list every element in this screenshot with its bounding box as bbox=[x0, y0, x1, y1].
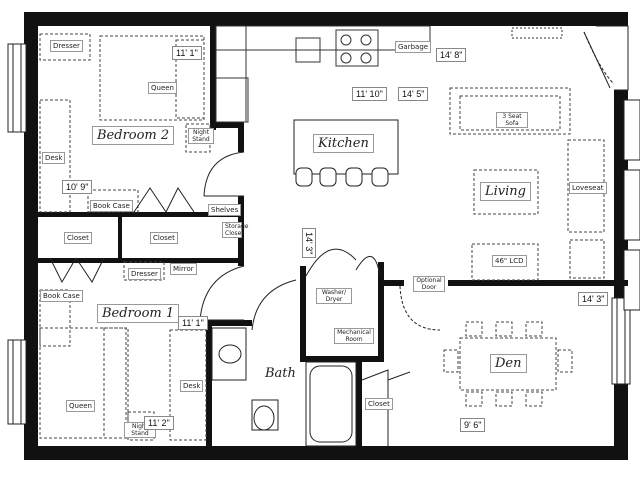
room-bedroom-2: Bedroom 2 bbox=[92, 126, 175, 145]
label-dresser-bottom: Dresser bbox=[128, 268, 161, 280]
dim-living-width: 14' 8" bbox=[436, 48, 467, 62]
dim-den-width: 14' 3" bbox=[578, 292, 609, 306]
label-closet-mid: Closet bbox=[150, 232, 178, 244]
room-kitchen: Kitchen bbox=[313, 134, 374, 153]
label-washer-dryer: Washer/ Dryer bbox=[316, 288, 352, 304]
label-lcd: 46" LCD bbox=[492, 255, 527, 267]
room-den: Den bbox=[490, 354, 527, 373]
label-desk-bottom: Desk bbox=[180, 380, 204, 392]
bedroom2-furniture bbox=[39, 33, 211, 213]
label-night-stand-top: Night Stand bbox=[188, 128, 214, 144]
dim-hall: 14' 3" bbox=[302, 228, 316, 259]
label-queen-top: Queen bbox=[148, 82, 177, 94]
label-book-case-bottom: Book Case bbox=[40, 290, 83, 302]
entry-door bbox=[583, 25, 629, 91]
dim-den-length: 9' 6" bbox=[460, 418, 486, 432]
mechanical-doors bbox=[305, 248, 441, 446]
room-living: Living bbox=[480, 182, 531, 201]
label-loveseat: Loveseat bbox=[569, 182, 607, 194]
dim-bedroom1-width: 11' 1" bbox=[178, 316, 208, 330]
label-desk-top: Desk bbox=[42, 152, 66, 164]
label-mirror: Mirror bbox=[170, 263, 197, 275]
label-book-case-top: Book Case bbox=[90, 200, 133, 212]
kitchen-counters bbox=[215, 25, 563, 123]
dim-bedroom2-width: 11' 1" bbox=[172, 46, 202, 60]
label-garbage: Garbage bbox=[395, 41, 432, 53]
label-queen-bottom: Queen bbox=[66, 400, 95, 412]
dim-bedroom1-length: 11' 2" bbox=[144, 416, 174, 430]
kitchen-island bbox=[293, 119, 399, 187]
label-closet-left: Closet bbox=[64, 232, 92, 244]
label-dresser-top: Dresser bbox=[50, 40, 83, 52]
label-optional-door: Optional Door bbox=[413, 276, 445, 292]
bedroom2-doors bbox=[49, 151, 245, 321]
label-closet-bath: Closet bbox=[365, 398, 393, 410]
label-shelves: Shelves bbox=[208, 204, 242, 216]
dim-kitchen-a: 11' 10" bbox=[352, 87, 387, 101]
bath-fixtures bbox=[211, 279, 357, 447]
windows bbox=[7, 43, 640, 425]
label-mechanical-room: Mechanical Room bbox=[334, 328, 374, 344]
room-bedroom-1: Bedroom 1 bbox=[97, 304, 180, 323]
label-storage-closet: Storage Closet bbox=[222, 222, 248, 238]
room-bath: Bath bbox=[260, 364, 301, 383]
interior-walls bbox=[38, 26, 628, 460]
dim-kitchen-b: 14' 5" bbox=[398, 87, 429, 101]
dim-bedroom2-length: 10' 9" bbox=[62, 180, 93, 194]
bedroom1-furniture bbox=[39, 261, 207, 441]
label-sofa: 3 Seat Sofa bbox=[496, 112, 528, 128]
